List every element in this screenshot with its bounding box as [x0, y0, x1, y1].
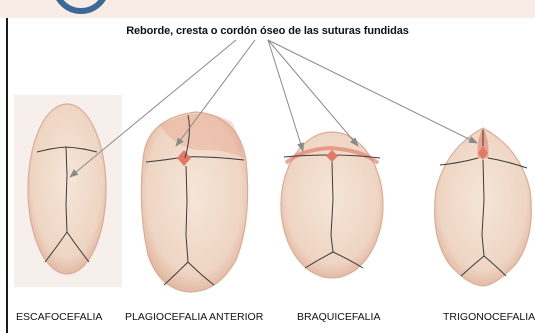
caption-braquicefalia: BRAQUICEFALIA	[297, 311, 380, 323]
pointer-line-braquicefalia-left	[268, 40, 303, 151]
plagiocefalia-anterior-skull	[141, 112, 247, 292]
caption-escafocefalia: ESCAFOCEFALIA	[16, 311, 102, 323]
caption-plagiocefalia-anterior: PLAGIOCEFALIA ANTERIOR	[125, 311, 263, 323]
trigonocefalia-skull	[435, 128, 532, 286]
caption-trigonocefalia: TRIGONOCEFALIA	[443, 311, 535, 323]
escafocefalia-skull	[28, 104, 106, 274]
braquicefalia-skull	[281, 132, 383, 278]
pointer-line-braquicefalia-right	[268, 40, 358, 146]
pointer-lines	[70, 40, 477, 177]
pointer-line-trigonocefalia	[268, 40, 477, 143]
